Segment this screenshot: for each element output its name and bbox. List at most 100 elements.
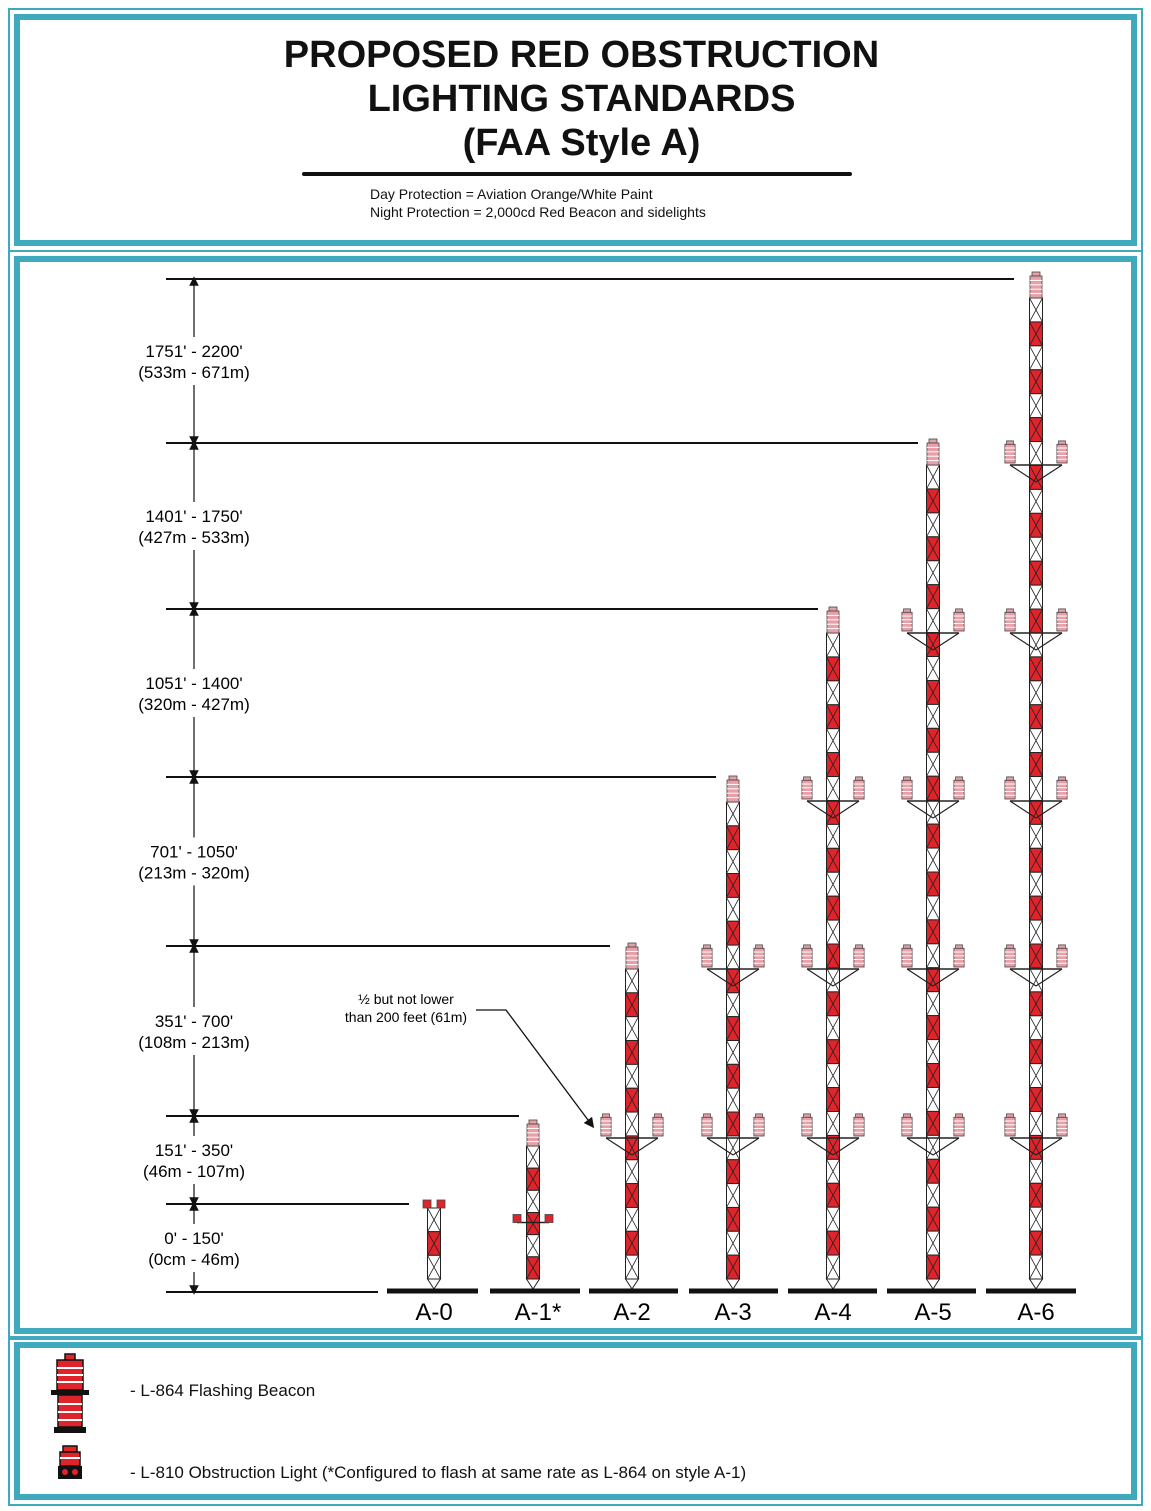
style-label: A-6	[1017, 1299, 1054, 1326]
l864-beacon-icon	[901, 608, 913, 632]
tower-A-0: A-0	[387, 1199, 478, 1326]
sidelight-arm	[901, 776, 965, 819]
l864-beacon-icon	[1029, 271, 1043, 299]
sidelight-arm	[901, 1113, 965, 1156]
l864-beacon-icon	[953, 608, 965, 632]
sidelight-arm	[701, 1113, 765, 1156]
l864-beacon-icon	[701, 1113, 713, 1137]
l864-beacon-icon	[853, 776, 865, 800]
l864-beacon-icon	[753, 1113, 765, 1137]
range-feet: 151' - 350'	[155, 1141, 233, 1160]
l864-beacon-icon	[1004, 440, 1016, 464]
height-range: 151' - 350' (46m - 107m)	[143, 1113, 245, 1207]
sidelight-arm	[1004, 776, 1068, 819]
l864-beacon-icon	[1056, 776, 1068, 800]
l864-beacon-icon	[1056, 608, 1068, 632]
l864-beacon-icon	[901, 944, 913, 968]
style-label: A-1*	[515, 1299, 562, 1326]
l864-beacon-icon	[953, 1113, 965, 1137]
style-label: A-3	[714, 1299, 751, 1326]
title-line-2: LIGHTING STANDARDS	[367, 78, 796, 120]
style-label: A-2	[613, 1299, 650, 1326]
style-label: A-0	[415, 1299, 452, 1326]
sidelight-arm	[1004, 440, 1068, 483]
annotation-arrow	[476, 1009, 595, 1129]
l864-beacon-icon	[801, 944, 813, 968]
sidelight-arm	[801, 776, 865, 819]
annotation-line-2: than 200 feet (61m)	[345, 1009, 467, 1025]
sidelight-arm	[1004, 944, 1068, 987]
l864-beacon-icon	[853, 944, 865, 968]
height-range: 1751' - 2200'(533m - 671m)	[138, 276, 250, 446]
range-feet: 1401' - 1750'	[145, 507, 242, 526]
height-range: 701' - 1050'(213m - 320m)	[138, 774, 250, 949]
title-line-3: (FAA Style A)	[462, 122, 701, 164]
l810-light-icon	[512, 1214, 522, 1223]
l864-beacon-icon	[901, 1113, 913, 1137]
tower-diagram: 1751' - 2200'(533m - 671m) 1401' - 1750' (…	[138, 271, 1076, 1326]
beacon-icon	[51, 1353, 89, 1433]
height-range: 1401' - 1750' (427m - 533m)	[138, 440, 250, 612]
legend-panel: - L-864 Flashing Beacon - L-810 Obstruct…	[8, 1336, 1143, 1506]
annotation: ½ but not lower than 200 feet (61m)	[345, 991, 595, 1129]
tower-A-5: A-5	[887, 438, 976, 1326]
sidelight-arm	[901, 944, 965, 987]
l810-light-icon	[422, 1199, 432, 1209]
tower-A-4: A-4	[788, 606, 877, 1326]
style-label: A-5	[914, 1299, 951, 1326]
l864-beacon-icon	[926, 438, 940, 466]
l864-beacon-icon	[1004, 1113, 1016, 1137]
l864-beacon-icon	[753, 944, 765, 968]
header-panel: PROPOSED RED OBSTRUCTION LIGHTING STANDA…	[8, 8, 1143, 252]
night-protection-text: Night Protection = 2,000cd Red Beacon an…	[370, 204, 706, 220]
range-meters: (320m - 427m)	[138, 695, 249, 714]
l864-beacon-icon	[600, 1113, 612, 1137]
range-meters: (0cm - 46m)	[148, 1250, 240, 1269]
l864-beacon-icon	[526, 1119, 540, 1147]
legend-beacon-label: - L-864 Flashing Beacon	[130, 1381, 316, 1400]
range-meters: (46m - 107m)	[143, 1162, 245, 1181]
range-feet: 351' - 700'	[155, 1012, 233, 1031]
height-range: 0' - 150' (0cm - 46m)	[148, 1201, 240, 1295]
sidelight-arm	[701, 944, 765, 987]
l864-beacon-icon	[1004, 776, 1016, 800]
range-feet: 0' - 150'	[164, 1229, 223, 1248]
tower-A-6: A-6	[986, 271, 1076, 1326]
height-range: 1051' - 1400' (320m - 427m)	[138, 606, 250, 780]
range-meters: (533m - 671m)	[138, 363, 249, 382]
sidelight-arm	[801, 1113, 865, 1156]
l810-light-icon	[436, 1199, 446, 1209]
l864-beacon-icon	[1056, 440, 1068, 464]
sidelight-arm	[1004, 608, 1068, 651]
title-rule	[302, 172, 852, 176]
range-feet: 1051' - 1400'	[145, 674, 242, 693]
range-meters: (108m - 213m)	[138, 1033, 249, 1052]
l864-beacon-icon	[901, 776, 913, 800]
l864-beacon-icon	[801, 1113, 813, 1137]
l864-beacon-icon	[853, 1113, 865, 1137]
l864-beacon-icon	[953, 776, 965, 800]
diagram-panel: 1751' - 2200'(533m - 671m) 1401' - 1750' (…	[8, 250, 1143, 1340]
legend-light-label: - L-810 Obstruction Light (*Configured t…	[130, 1463, 747, 1482]
sidelight-arm	[600, 1113, 664, 1156]
l864-beacon-icon	[1056, 1113, 1068, 1137]
l864-beacon-icon	[625, 942, 639, 970]
tower-A-1: A-1*	[490, 1119, 580, 1326]
height-range: 351' - 700' (108m - 213m)	[138, 943, 250, 1119]
l864-beacon-icon	[726, 775, 740, 803]
range-meters: (213m - 320m)	[138, 864, 249, 883]
l864-beacon-icon	[1004, 944, 1016, 968]
obstruction-light-icon	[58, 1445, 82, 1479]
l864-beacon-icon	[1004, 608, 1016, 632]
annotation-line-1: ½ but not lower	[358, 991, 454, 1007]
l864-beacon-icon	[801, 776, 813, 800]
legend-icons	[51, 1353, 89, 1479]
day-protection-text: Day Protection = Aviation Orange/White P…	[370, 186, 653, 202]
range-meters: (427m - 533m)	[138, 528, 249, 547]
l864-beacon-icon	[826, 606, 840, 634]
l864-beacon-icon	[953, 944, 965, 968]
sidelight-arm	[1004, 1113, 1068, 1156]
l864-beacon-icon	[701, 944, 713, 968]
sidelight-arm	[901, 608, 965, 651]
l864-beacon-icon	[652, 1113, 664, 1137]
